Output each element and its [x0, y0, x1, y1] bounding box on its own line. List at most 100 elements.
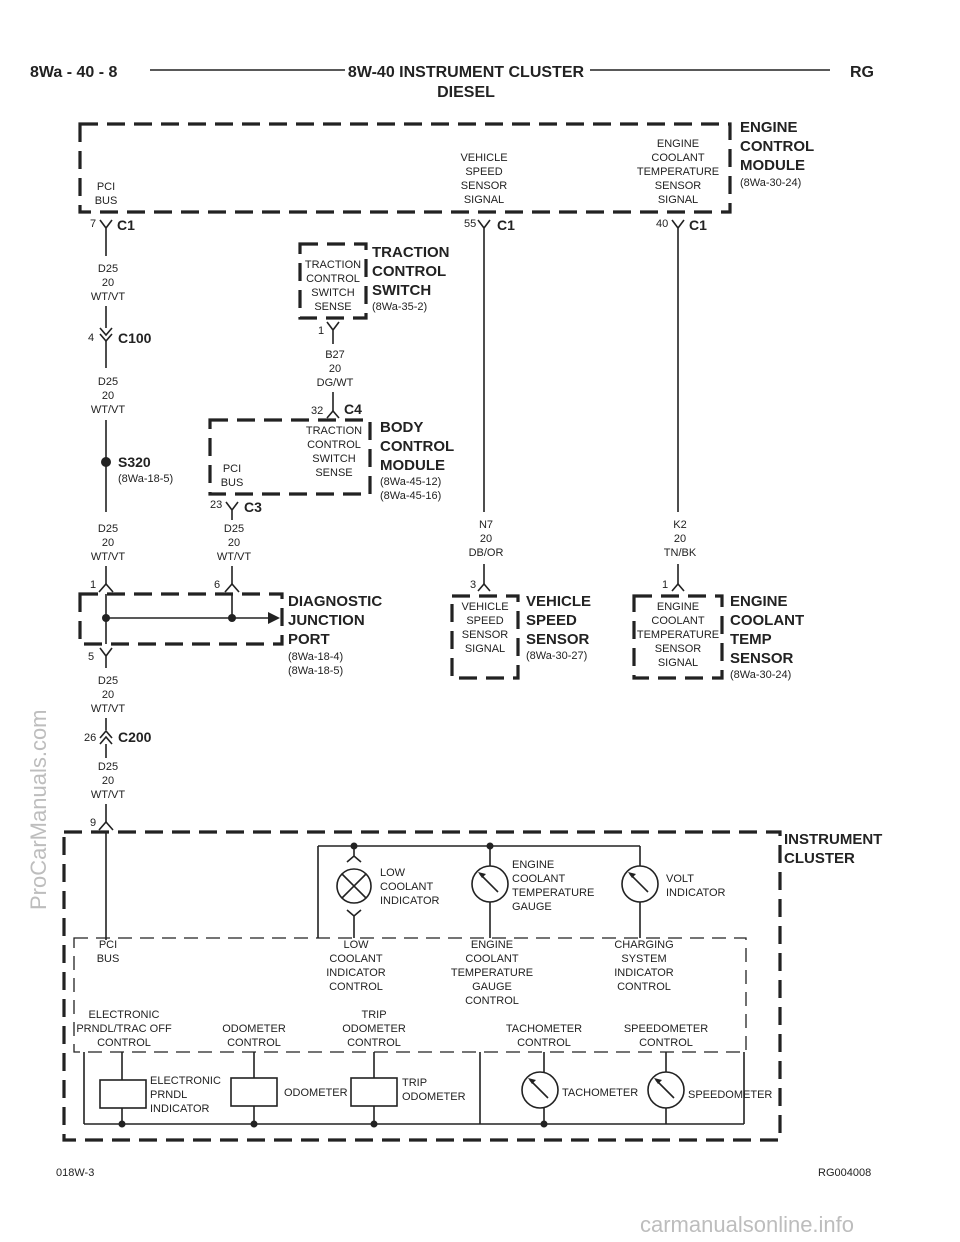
bcm-ref-2: (8Wa-45-16) — [380, 490, 441, 502]
prndlc-label-2: PRNDL/TRAC OFF — [76, 1023, 172, 1035]
dlc-ref-1: (8Wa-18-4) — [288, 651, 343, 663]
ecm-conn-ect: C1 — [689, 217, 707, 233]
ecm-conn-vss: C1 — [497, 217, 515, 233]
dlc-pin1: 1 — [90, 579, 96, 591]
ect-pin-label-4: SENSOR — [655, 643, 702, 655]
lci-top-term — [346, 846, 362, 863]
bcm-box — [208, 418, 372, 496]
wire-n7-c: DB/OR — [469, 547, 504, 559]
pci-lower-wire: D25 20 WT/VT 26 C200 D25 20 WT/VT 9 — [84, 675, 152, 940]
dlc-box — [78, 592, 284, 646]
cluster-pin: 9 — [90, 817, 96, 829]
tcs-name-1: TRACTION — [372, 244, 450, 261]
tripc-label-2: ODOMETER — [342, 1023, 406, 1035]
page-subtitle: DIESEL — [437, 84, 495, 101]
ecm-ect-label-3: TEMPERATURE — [637, 166, 719, 178]
csc-label-3: INDICATOR — [614, 967, 674, 979]
ecm-ect-label-5: SIGNAL — [658, 194, 698, 206]
vss-box — [450, 594, 520, 680]
page-header: 8Wa - 40 - 8 8W-40 INSTRUMENT CLUSTER RG… — [30, 64, 874, 101]
dlc-ref-2: (8Wa-18-5) — [288, 665, 343, 677]
dlc-pin5-terminal — [99, 647, 113, 668]
vss-pin: 3 — [470, 579, 476, 591]
bcm-pin-sense: 32 — [311, 405, 323, 417]
bcm-pin-pci: 23 — [210, 499, 222, 511]
ecm-vss-label-2: SPEED — [465, 166, 502, 178]
bcm-ref-1: (8Wa-45-12) — [380, 476, 441, 488]
tripc-label-1: TRIP — [361, 1009, 386, 1021]
ectgc-label-1: ENGINE — [471, 939, 513, 951]
tripc-label-3: CONTROL — [347, 1037, 401, 1049]
lcc-label-3: INDICATOR — [326, 967, 386, 979]
volt-label-2: INDICATOR — [666, 887, 726, 899]
ect-pin-label-2: COOLANT — [651, 615, 704, 627]
speedometer-needle-head — [654, 1078, 662, 1084]
bcm-sense-label-4: SENSE — [315, 467, 352, 479]
speedc-label-2: CONTROL — [639, 1037, 693, 1049]
lcc-label-2: COOLANT — [329, 953, 382, 965]
low-coolant-lamp-icon — [336, 868, 372, 904]
ectg-label-4: GAUGE — [512, 901, 552, 913]
dlc-name-3: PORT — [288, 631, 330, 648]
wire-b27-a: B27 — [325, 349, 345, 361]
footer-left-code: 018W-3 — [56, 1167, 94, 1179]
ecm-pci-terminal — [99, 219, 113, 256]
odometer-label: ODOMETER — [284, 1087, 348, 1099]
wire-d25-5b: 20 — [102, 775, 114, 787]
bcm-conn-c4: C4 — [344, 401, 362, 417]
ecm-ref: (8Wa-30-24) — [740, 177, 801, 189]
vss-name-1: VEHICLE — [526, 593, 591, 610]
dlc-name-2: JUNCTION — [288, 612, 365, 629]
page-ref: 8Wa - 40 - 8 — [30, 64, 118, 81]
ect-name-2: COOLANT — [730, 612, 804, 629]
wire-d25-bcm-b: 20 — [228, 537, 240, 549]
ectg-label-2: COOLANT — [512, 873, 565, 885]
bcm-c4-terminal — [326, 409, 340, 419]
speedometer-label: SPEEDOMETER — [688, 1089, 772, 1101]
tcs-pin-label-3: SWITCH — [311, 287, 354, 299]
ecm-pin-vss: 55 — [464, 218, 476, 230]
ecm-name-2: CONTROL — [740, 138, 814, 155]
bcm-sense-label-2: CONTROL — [307, 439, 361, 451]
wire-n7-b: 20 — [480, 533, 492, 545]
odoc-label-2: CONTROL — [227, 1037, 281, 1049]
tcs-pin-label-4: SENSE — [314, 301, 351, 313]
ecm-conn-pci: C1 — [117, 217, 135, 233]
prndlc-label-1: ELECTRONIC — [89, 1009, 160, 1021]
trip-node — [370, 1120, 378, 1128]
wire-d25-1c: WT/VT — [91, 291, 125, 303]
pci-bus-wire: D25 20 WT/VT 4 C100 D25 20 WT/VT S320 (8… — [88, 219, 173, 593]
trip-label-2: ODOMETER — [402, 1091, 466, 1103]
volt-label-1: VOLT — [666, 873, 694, 885]
ecm-vss-label-1: VEHICLE — [460, 152, 507, 164]
ecm-pci-label-2: BUS — [95, 195, 118, 207]
ecm-pci-label-1: PCI — [97, 181, 115, 193]
page-title: 8W-40 INSTRUMENT CLUSTER — [348, 64, 585, 81]
bcm-name-3: MODULE — [380, 457, 445, 474]
low-coolant-lamp-cross — [341, 873, 367, 899]
wire-d25-bcm-a: D25 — [224, 523, 244, 535]
tachc-label-1: TACHOMETER — [506, 1023, 582, 1035]
vss-name-2: SPEED — [526, 612, 577, 629]
ect-box — [632, 594, 724, 680]
s320-label: S320 — [118, 454, 151, 470]
speedc-label-1: SPEEDOMETER — [624, 1023, 708, 1035]
tcs-ref: (8Wa-35-2) — [372, 301, 427, 313]
cluster-name-2: CLUSTER — [784, 850, 855, 867]
bcm-c3-terminal — [225, 501, 239, 520]
wire-d25-2a: D25 — [98, 376, 118, 388]
ecm-ect-label-4: SENSOR — [655, 180, 702, 192]
tcs-terminal — [326, 321, 340, 344]
volt-gauge-needle-head — [628, 872, 636, 878]
ect-pin: 1 — [662, 579, 668, 591]
wire-k2-b: 20 — [674, 533, 686, 545]
wire-d25-4c: WT/VT — [91, 703, 125, 715]
c100-pin: 4 — [88, 332, 94, 344]
prndl-indicator-box — [99, 1079, 147, 1109]
wire-d25-4b: 20 — [102, 689, 114, 701]
cluster-pci-label-2: BUS — [97, 953, 120, 965]
lcc-label-4: CONTROL — [329, 981, 383, 993]
trip-odometer-box — [350, 1077, 398, 1107]
bcm-sense-label-3: SWITCH — [312, 453, 355, 465]
dlc-name-1: DIAGNOSTIC — [288, 593, 382, 610]
